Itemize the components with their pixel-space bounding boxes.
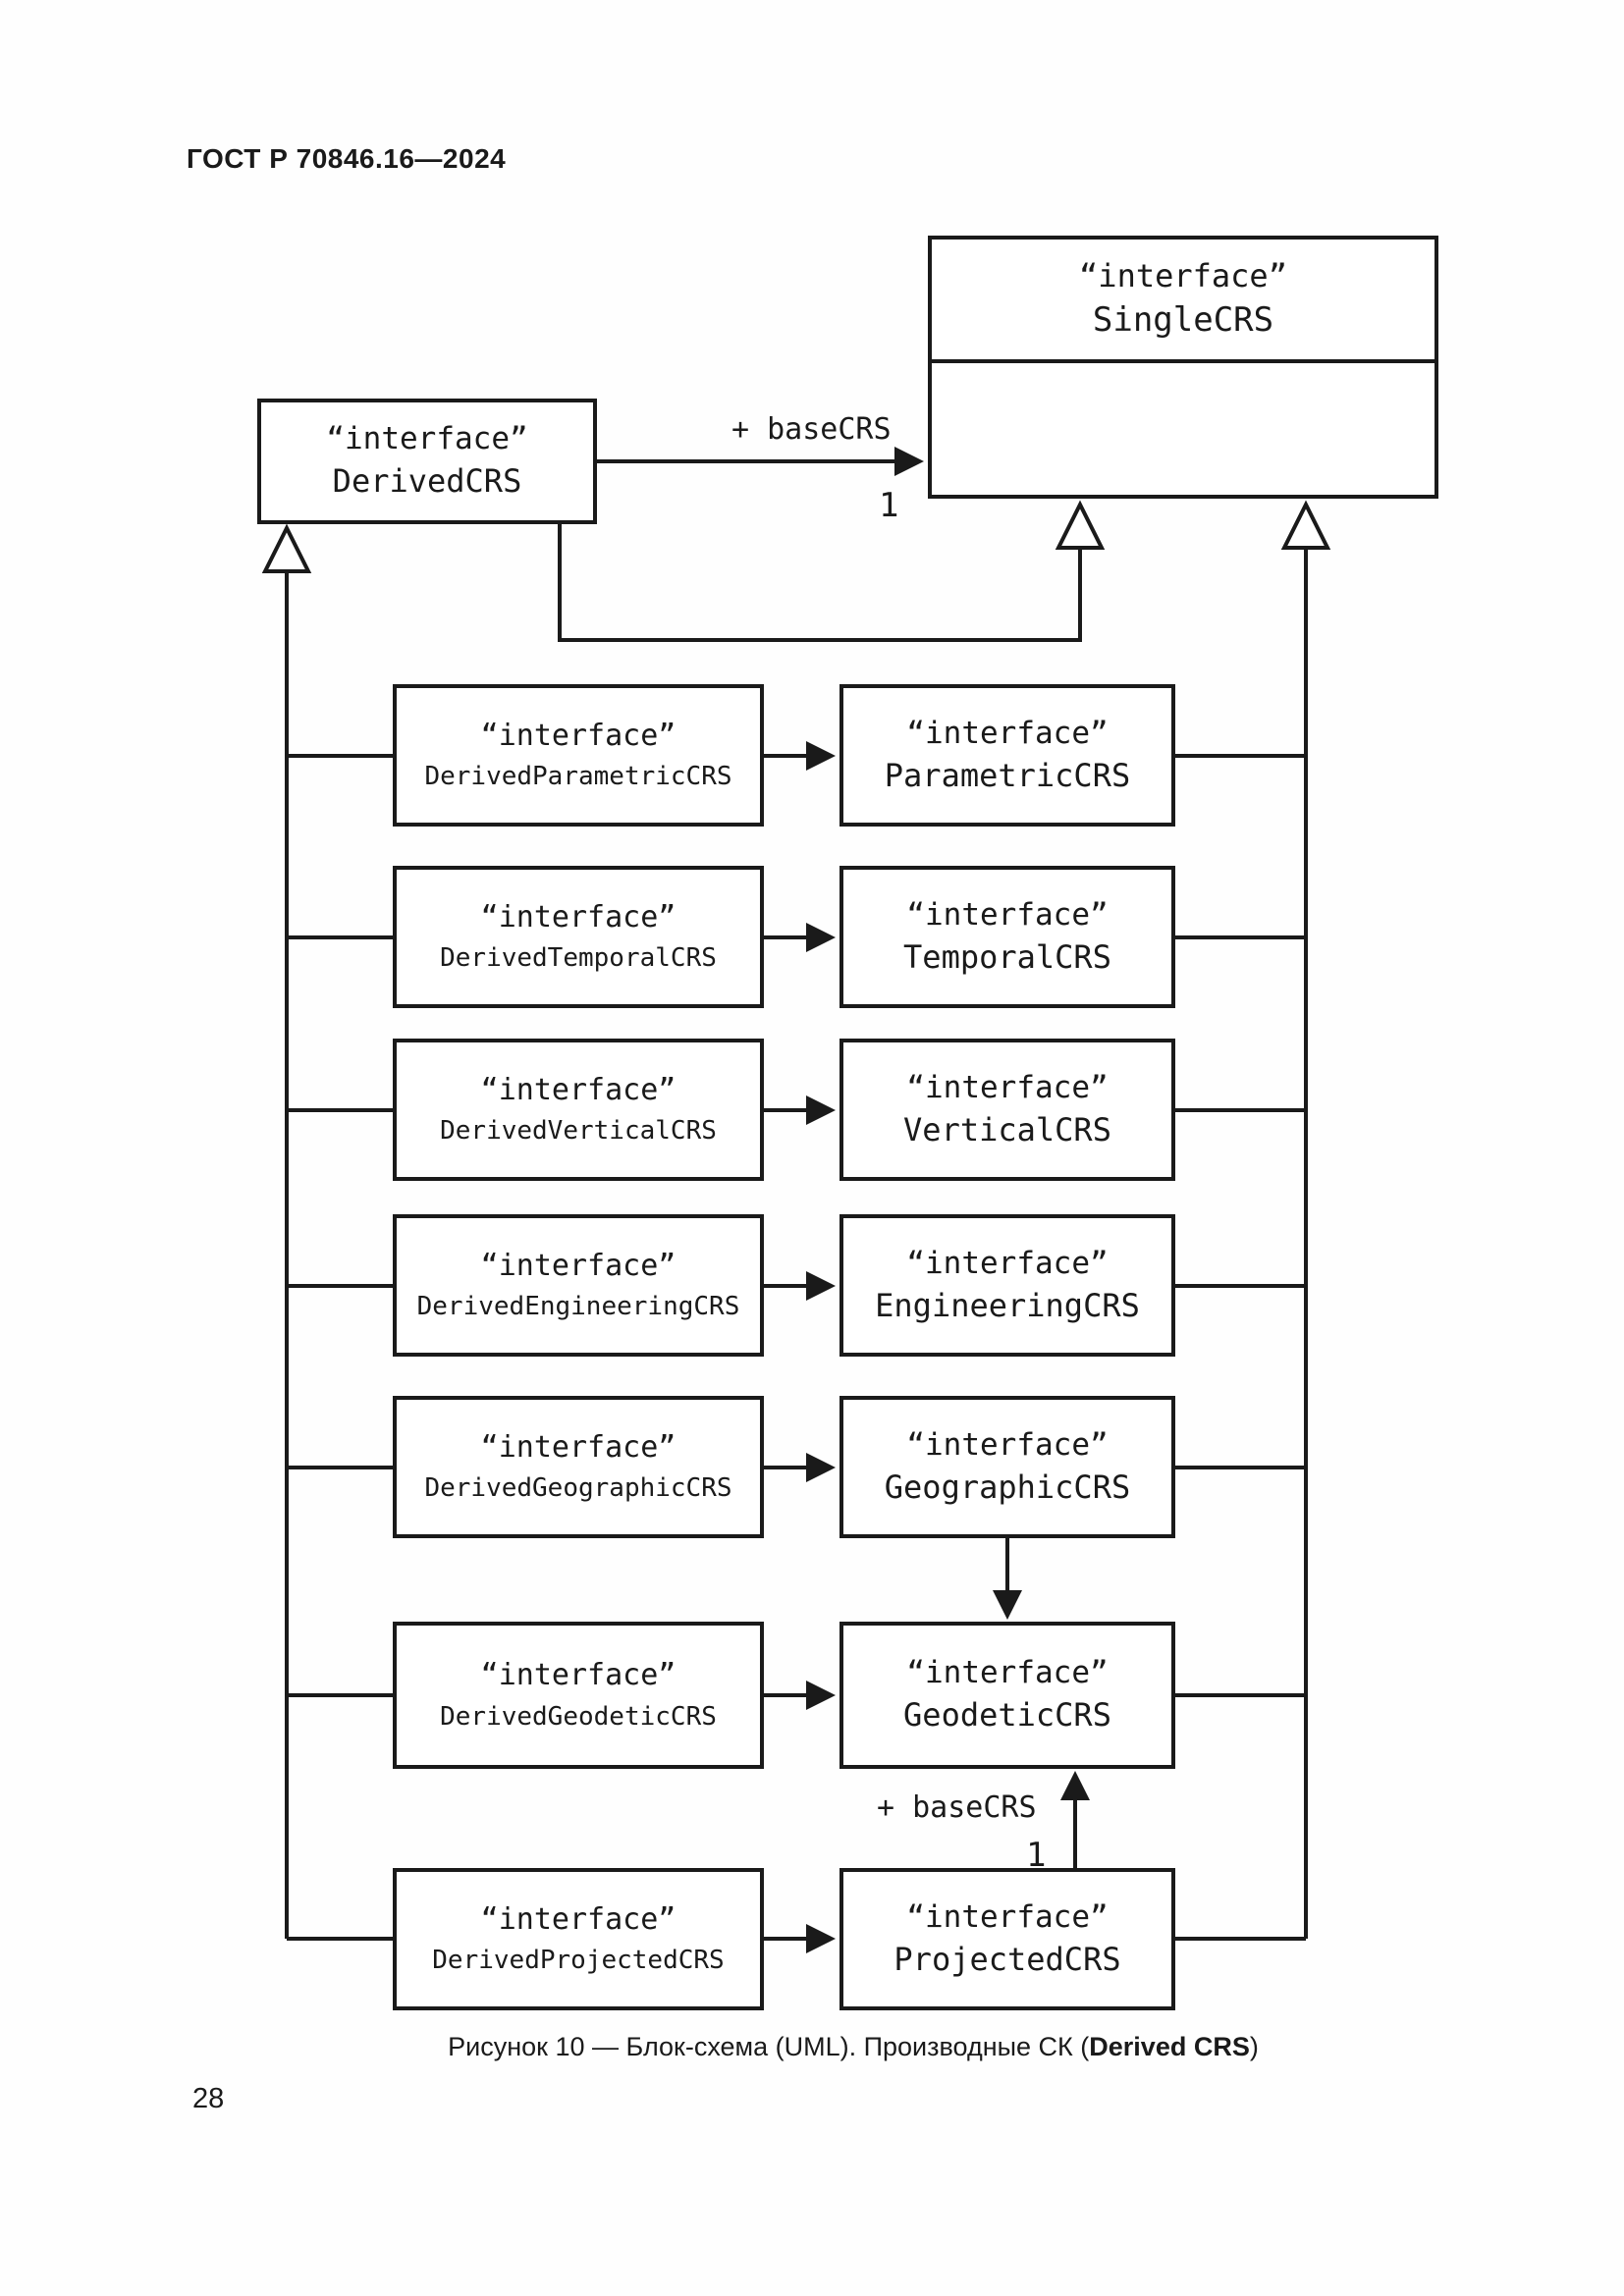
- interface-name: DerivedCRS: [332, 462, 522, 501]
- triangle-under-singlecrs-left: [1055, 500, 1106, 550]
- stereotype-label: “interface”: [906, 1245, 1109, 1281]
- stereotype-label: “interface”: [480, 1429, 677, 1465]
- interface-name: GeodeticCRS: [903, 1696, 1111, 1735]
- uml-box-projected-crs: “interface” ProjectedCRS: [839, 1868, 1175, 2010]
- stereotype-label: “interface”: [480, 1072, 677, 1107]
- uml-box-geographic-crs: “interface” GeographicCRS: [839, 1396, 1175, 1538]
- stereotype-label: “interface”: [906, 1426, 1109, 1463]
- arrowhead-row-1: [806, 741, 836, 771]
- uml-box-derived-parametric-crs: “interface” DerivedParametricCRS: [393, 684, 764, 827]
- derivedcrs-to-singlecrs-generalization-line: [558, 524, 1082, 642]
- arrowhead-row-4: [806, 1271, 836, 1301]
- generalization-triangles: [261, 500, 1331, 573]
- uml-box-derived-crs: “interface” DerivedCRS: [257, 399, 597, 524]
- stereotype-label: “interface”: [326, 421, 528, 457]
- row-association-lines: [764, 754, 811, 1941]
- geodetic-basecrs-role-label: + baseCRS: [877, 1790, 1037, 1825]
- basecrs-multiplicity: 1: [879, 486, 899, 525]
- uml-box-parametric-crs: “interface” ParametricCRS: [839, 684, 1175, 827]
- geodetic-basecrs-multiplicity: 1: [1026, 1836, 1047, 1875]
- basecrs-role-label: + baseCRS: [731, 412, 892, 447]
- uml-box-derived-vertical-crs: “interface” DerivedVerticalCRS: [393, 1039, 764, 1181]
- stereotype-label: “interface”: [906, 1069, 1109, 1105]
- arrowhead-row-2: [806, 923, 836, 952]
- stereotype-label: “interface”: [906, 1655, 1109, 1691]
- uml-box-derived-engineering-crs: “interface” DerivedEngineeringCRS: [393, 1214, 764, 1357]
- stereotype-label: “interface”: [480, 718, 677, 753]
- caption-text: Рисунок 10 — Блок-схема (UML). Производн…: [448, 2032, 1090, 2061]
- interface-name: DerivedVerticalCRS: [440, 1116, 717, 1147]
- stereotype-label: “interface”: [1079, 257, 1287, 295]
- interface-name: DerivedEngineeringCRS: [416, 1292, 740, 1322]
- arrowhead-projected-geodetic: [1060, 1771, 1090, 1800]
- single-crs-title-compartment: “interface” SingleCRS: [932, 240, 1435, 363]
- figure-caption: Рисунок 10 — Блок-схема (UML). Производн…: [41, 2032, 1624, 2062]
- arrowhead-basecrs: [894, 447, 924, 476]
- uml-box-derived-projected-crs: “interface” DerivedProjectedCRS: [393, 1868, 764, 2010]
- interface-name: TemporalCRS: [903, 937, 1111, 976]
- interface-name: ParametricCRS: [884, 756, 1131, 794]
- interface-name: ProjectedCRS: [893, 1940, 1121, 1978]
- uml-box-engineering-crs: “interface” EngineeringCRS: [839, 1214, 1175, 1357]
- interface-name: DerivedProjectedCRS: [432, 1946, 725, 1976]
- left-spine-stubs: [287, 754, 393, 1941]
- arrowhead-row-5: [806, 1453, 836, 1482]
- document-number: ГОСТ Р 70846.16—2024: [187, 143, 507, 174]
- interface-name: DerivedGeodeticCRS: [440, 1701, 717, 1732]
- stereotype-label: “interface”: [480, 899, 677, 934]
- arrowhead-geographic-geodetic: [993, 1590, 1022, 1620]
- stereotype-label: “interface”: [480, 1901, 677, 1937]
- stereotype-label: “interface”: [906, 1898, 1109, 1935]
- uml-box-derived-geodetic-crs: “interface” DerivedGeodeticCRS: [393, 1622, 764, 1769]
- caption-bold-text: Derived CRS: [1089, 2032, 1250, 2061]
- interface-name: DerivedGeographicCRS: [424, 1473, 732, 1504]
- arrowhead-row-6: [806, 1681, 836, 1710]
- uml-box-derived-temporal-crs: “interface” DerivedTemporalCRS: [393, 866, 764, 1008]
- stereotype-label: “interface”: [480, 1248, 677, 1283]
- triangle-under-derivedcrs: [261, 523, 312, 573]
- uml-box-derived-geographic-crs: “interface” DerivedGeographicCRS: [393, 1396, 764, 1538]
- right-spine-stubs: [1175, 754, 1306, 1941]
- page-number: 28: [192, 2083, 225, 2114]
- interface-name: DerivedParametricCRS: [424, 762, 732, 792]
- solid-arrowheads: [806, 447, 1090, 1953]
- interface-name: GeographicCRS: [884, 1468, 1131, 1506]
- interface-name: SingleCRS: [1092, 299, 1274, 340]
- stereotype-label: “interface”: [480, 1658, 677, 1693]
- arrowhead-row-3: [806, 1095, 836, 1125]
- caption-suffix: ): [1249, 2032, 1259, 2061]
- stereotype-label: “interface”: [906, 715, 1109, 751]
- stereotype-label: “interface”: [906, 896, 1109, 933]
- uml-box-temporal-crs: “interface” TemporalCRS: [839, 866, 1175, 1008]
- single-crs-empty-compartment: [932, 363, 1435, 495]
- interface-name: DerivedTemporalCRS: [440, 943, 717, 974]
- uml-box-vertical-crs: “interface” VerticalCRS: [839, 1039, 1175, 1181]
- uml-box-geodetic-crs: “interface” GeodeticCRS: [839, 1622, 1175, 1769]
- interface-name: EngineeringCRS: [875, 1286, 1140, 1324]
- arrowhead-row-7: [806, 1924, 836, 1953]
- triangle-under-singlecrs-right: [1280, 500, 1331, 550]
- uml-box-single-crs: “interface” SingleCRS: [928, 236, 1438, 499]
- interface-name: VerticalCRS: [903, 1110, 1111, 1148]
